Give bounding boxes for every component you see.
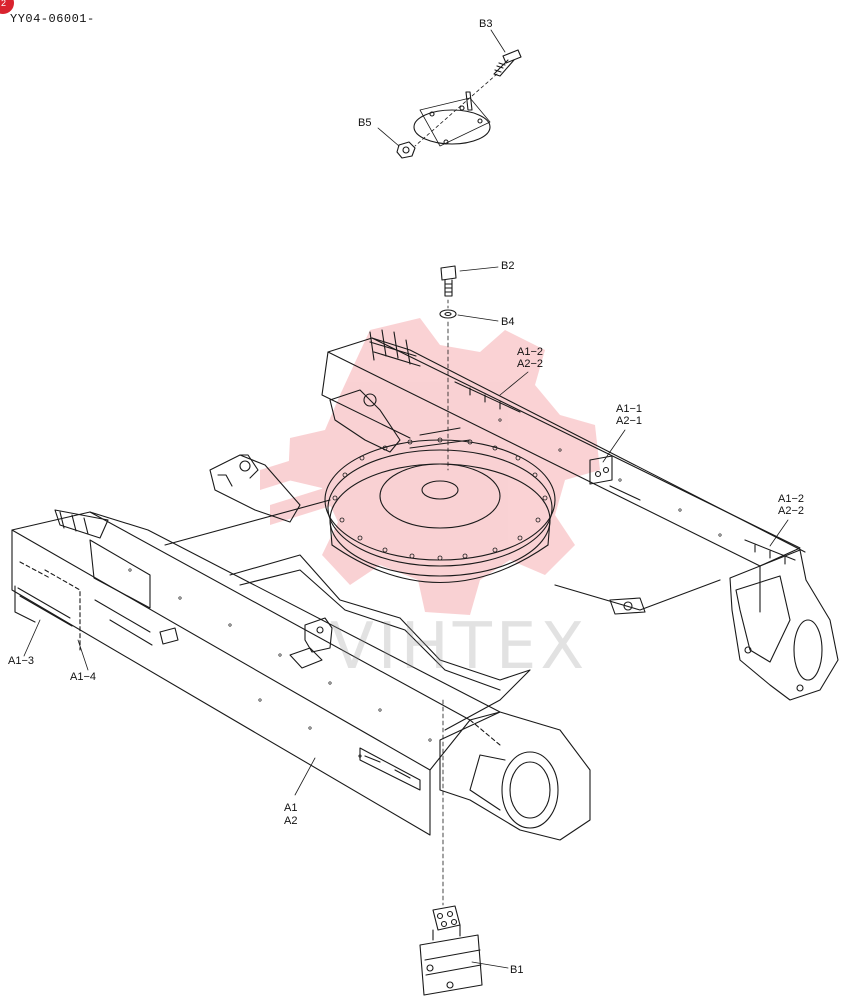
callout-a1: A1 [284,802,298,814]
document-code: YY04-06001- [10,12,95,26]
leader-lines [23,29,789,969]
callout-a1-2-right: A1−2 [778,493,804,505]
right-track-frame [321,329,806,613]
callout-a1-4: A1−4 [70,671,96,683]
watermark-text: VIHTEX [330,610,589,684]
callout-a1-3: A1−3 [8,655,34,667]
page-badge: 2 [0,0,14,14]
callout-a1-1: A1−1 [616,403,642,415]
callout-a1-2: A1−2 [517,346,543,358]
mounting-plate [413,91,491,147]
b3-bolt [493,49,522,77]
b2-bolt [440,265,457,297]
center-x-frame [164,389,721,731]
frame-rivet-holes [128,418,722,758]
b4-washer [439,309,457,319]
callout-b5: B5 [358,117,372,129]
left-track-frame [11,509,501,836]
callout-a2-2-right: A2−2 [778,505,804,517]
callout-b1: B1 [510,964,524,976]
callout-b4: B4 [501,316,515,328]
b1-center-joint [419,905,483,996]
callout-b3: B3 [479,18,493,30]
callout-b2: B2 [501,260,515,272]
watermark-logo [260,318,600,615]
swing-bearing-bolt-holes [332,437,548,561]
callout-a2: A2 [284,815,298,827]
callout-a2-1: A2−1 [616,415,642,427]
right-idler-housing [729,549,839,701]
callout-a2-2: A2−2 [517,358,543,370]
b5-nut [396,141,416,159]
left-idler-housing [439,711,591,841]
